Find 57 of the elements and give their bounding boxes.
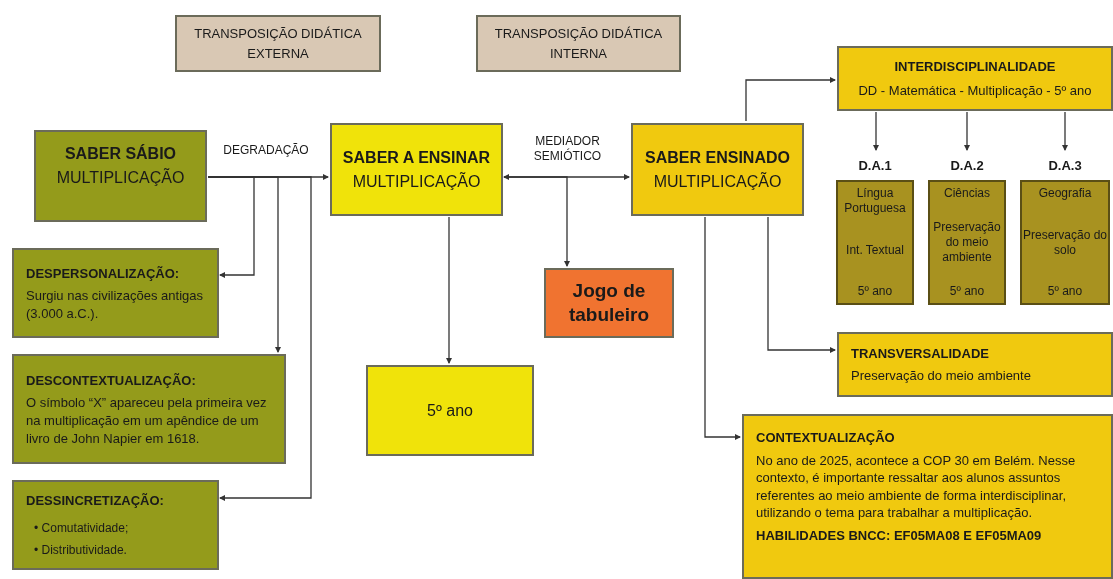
node-text: DD - Matemática - Multiplicação - 5º ano (858, 81, 1092, 100)
node-text: Preservação do meio ambiente (851, 367, 1032, 385)
box-title: TRANSVERSALIDADE (851, 344, 990, 363)
node-text: Preservação do solo (1022, 227, 1108, 258)
box-title: SABER ENSINADO (645, 147, 790, 168)
node-text: TRANSPOSIÇÃO DIDÁTICA EXTERNA (193, 25, 363, 63)
process-box (837, 332, 1113, 397)
box-title: INTERDISCIPLINALIDADE (894, 58, 1056, 76)
arrow (767, 216, 836, 353)
process-box (837, 46, 1113, 111)
node-text: Geografia (1038, 186, 1092, 201)
box-note: HABILIDADES BNCC: EF05MA08 E EF05MA09 (756, 526, 1043, 545)
node-text: Preservação do meio ambiente (932, 220, 1002, 265)
node-text: Surgiu nas civilizações antigas (3.000 a.C.). (26, 287, 205, 323)
process-box (175, 15, 381, 72)
process-box (330, 123, 503, 216)
process-box (12, 480, 219, 570)
node-text: MULTIPLICAÇÃO (56, 167, 185, 188)
node-text: TRANSPOSIÇÃO DIDÁTICA INTERNA (493, 25, 664, 63)
arrow (873, 111, 879, 151)
node-text: 5º ano (427, 400, 473, 421)
node-text: 5º ano (949, 284, 985, 299)
process-box (742, 414, 1113, 579)
box-title: DESSINCRETIZAÇÃO: (26, 492, 165, 511)
node-text: MULTIPLICAÇÃO (352, 171, 481, 192)
node-text: Int. Textual (846, 242, 904, 258)
arrow (745, 77, 836, 122)
box-title: DESCONTEXTUALIZAÇÃO: (26, 371, 197, 390)
list-item: • Comutatividade; (33, 519, 130, 537)
node-text: MULTIPLICAÇÃO (653, 171, 782, 192)
node-text: Jogo de tabuleiro (567, 279, 651, 327)
box-title: SABER A ENSINAR (342, 147, 491, 168)
arrow (446, 216, 452, 364)
process-box (34, 130, 207, 222)
box-title: DESPERSONALIZAÇÃO: (26, 264, 181, 283)
process-box (631, 123, 804, 216)
box-title: CONTEXTUALIZAÇÃO (756, 429, 896, 447)
node-text: Ciências (944, 186, 990, 201)
list-item: • Distributividade. (33, 541, 128, 559)
node-text: O símbolo “X” apareceu pela primeira vez na multiplicação em um apêndice de um livro de John Napier em 1618. (26, 394, 268, 448)
arrow (704, 216, 741, 440)
process-box (366, 365, 534, 456)
box-title: SABER SÁBIO (64, 143, 177, 164)
box-title: D.A.2 (949, 157, 985, 175)
box-title: D.A.3 (1047, 157, 1083, 175)
process-box (12, 248, 219, 338)
box-title: D.A.1 (857, 157, 893, 175)
node-text: 5º ano (857, 284, 893, 299)
arrow (1062, 111, 1068, 151)
process-box (476, 15, 681, 72)
process-box (544, 268, 674, 338)
node-text: 5º ano (1047, 284, 1083, 299)
double-arrow (503, 174, 630, 180)
process-box (12, 354, 286, 464)
arrow (964, 111, 970, 151)
node-text: Língua Portuguesa (843, 186, 907, 216)
node-text: No ano de 2025, acontece a COP 30 em Belém. Nesse contexto, é importante ressaltar aos alunos assuntos referentes ao meio ambiente de forma interdisciplinar, utilizando o tema para trabalhar a multiplicação. (756, 451, 1077, 522)
